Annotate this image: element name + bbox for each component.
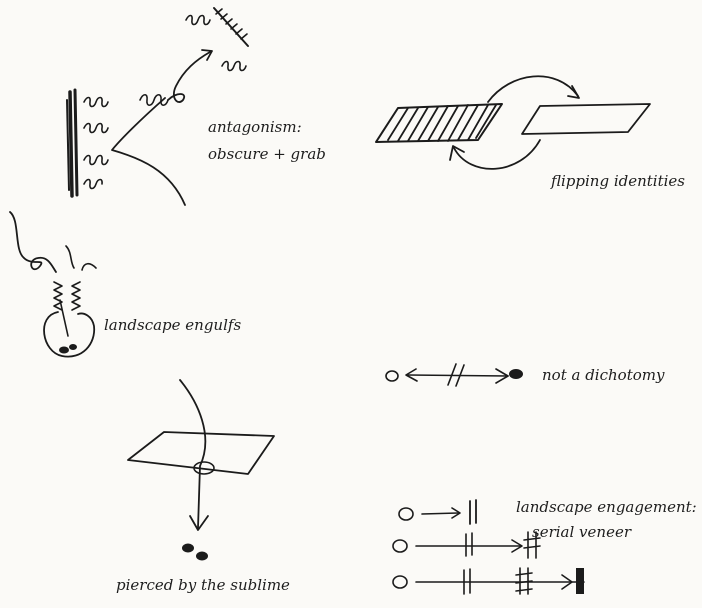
- landscape-engagement-label-line1: landscape engagement:: [516, 498, 697, 517]
- landscape-engagement-label-line2: serial veneer: [532, 523, 697, 542]
- landscape-engagement-label: landscape engagement: serial veneer: [516, 498, 697, 542]
